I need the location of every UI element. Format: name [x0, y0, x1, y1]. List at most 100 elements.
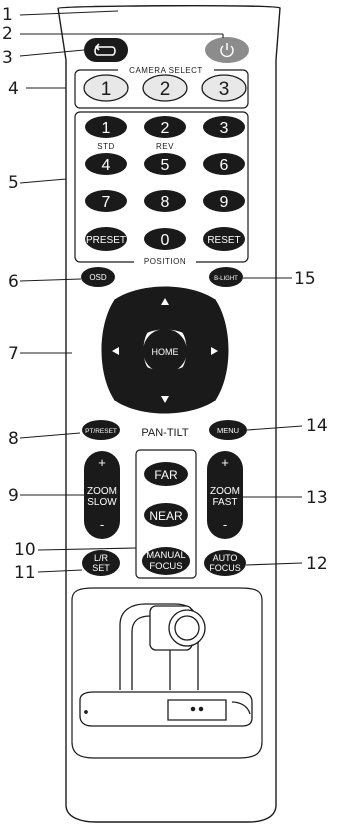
callout-lines	[19, 10, 303, 573]
camera-illustration-frame	[71, 587, 263, 759]
callout-13: 13	[306, 488, 328, 508]
ptz-camera-illustration	[79, 603, 253, 727]
std-label: STD	[97, 142, 115, 151]
near-button[interactable]: NEAR	[144, 503, 188, 527]
svg-text:SET: SET	[92, 563, 110, 573]
svg-text:AUTO: AUTO	[213, 553, 238, 563]
focus-group	[135, 449, 197, 579]
svg-text:PT/RESET: PT/RESET	[85, 428, 117, 435]
callout-11: 11	[14, 563, 36, 583]
keypad-7[interactable]: 7	[85, 190, 127, 212]
keypad-8[interactable]: 8	[144, 190, 186, 212]
up-button[interactable]	[114, 286, 216, 335]
keypad-2[interactable]: 2	[144, 116, 186, 138]
callout-4: 4	[8, 79, 19, 99]
pan-tilt-label: PAN-TILT	[141, 427, 189, 439]
svg-text:HOME: HOME	[152, 347, 179, 357]
osd-button[interactable]: OSD	[81, 267, 115, 287]
svg-text:FOCUS: FOCUS	[149, 561, 182, 572]
callout-5: 5	[8, 173, 19, 193]
callout-15: 15	[294, 269, 316, 289]
position-label: POSITION	[144, 257, 186, 266]
dpad: HOME	[101, 286, 229, 414]
svg-text:MENU: MENU	[217, 426, 239, 435]
camera-select-label: CAMERA SELECT	[129, 66, 203, 75]
preset-button[interactable]: PRESET	[85, 227, 127, 251]
arrow-down-icon	[161, 396, 169, 403]
svg-text:OSD: OSD	[89, 273, 107, 282]
auto-focus-button[interactable]: AUTO FOCUS	[204, 550, 246, 576]
keypad-4[interactable]: 4	[85, 153, 127, 175]
callout-9: 9	[8, 486, 19, 506]
right-button[interactable]	[182, 299, 229, 401]
pt-reset-button[interactable]: PT/RESET	[82, 420, 120, 440]
svg-text:5: 5	[161, 157, 170, 174]
keypad-3[interactable]: 3	[203, 116, 245, 138]
svg-text:8: 8	[161, 194, 170, 211]
callout-12: 12	[306, 554, 328, 574]
svg-text:ZOOM: ZOOM	[210, 486, 240, 497]
svg-text:PRESET: PRESET	[86, 235, 126, 246]
svg-text:9: 9	[220, 194, 229, 211]
power-button[interactable]	[205, 37, 249, 63]
svg-text:FAST: FAST	[212, 497, 237, 508]
svg-text:FOCUS: FOCUS	[209, 563, 241, 573]
svg-text:3: 3	[220, 120, 229, 137]
svg-text:2: 2	[160, 79, 171, 100]
keypad-9[interactable]: 9	[203, 190, 245, 212]
svg-text:+: +	[98, 455, 106, 470]
arrow-right-icon	[211, 347, 218, 355]
keypad-0[interactable]: 0	[144, 228, 186, 250]
callout-7: 7	[8, 344, 19, 364]
camera-2-button[interactable]: 2	[142, 74, 188, 102]
home-button[interactable]: HOME	[143, 329, 187, 373]
svg-text:ZOOM: ZOOM	[87, 486, 117, 497]
keypad-1[interactable]: 1	[85, 116, 127, 138]
rev-label: REV	[156, 142, 174, 151]
svg-text:6: 6	[220, 157, 229, 174]
svg-text:3: 3	[219, 79, 230, 100]
svg-text:+: +	[221, 455, 229, 470]
far-button[interactable]: FAR	[144, 462, 188, 486]
power-icon	[220, 43, 234, 58]
svg-text:2: 2	[161, 120, 170, 137]
reset-button[interactable]: RESET	[203, 227, 245, 251]
zoom-fast-rocker[interactable]: + ZOOM FAST -	[207, 451, 243, 539]
zoom-slow-rocker[interactable]: + ZOOM SLOW -	[84, 451, 120, 539]
b-light-button[interactable]: B-LIGHT	[209, 267, 243, 287]
callout-3: 3	[2, 48, 13, 68]
svg-text:1: 1	[101, 79, 112, 100]
svg-text:-: -	[100, 517, 104, 532]
svg-text:-: -	[223, 517, 227, 532]
lr-set-button[interactable]: L/R SET	[82, 550, 120, 576]
cycle-arrows-icon	[94, 43, 116, 56]
svg-text:RESET: RESET	[207, 235, 240, 246]
camera-3-button[interactable]: 3	[201, 74, 247, 102]
svg-text:4: 4	[102, 157, 111, 174]
svg-text:MANUAL: MANUAL	[146, 550, 186, 561]
svg-text:7: 7	[102, 194, 111, 211]
arrow-left-icon	[112, 347, 119, 355]
callout-1: 1	[2, 5, 13, 25]
callout-14: 14	[306, 416, 328, 436]
down-button[interactable]	[114, 366, 216, 414]
keypad-5[interactable]: 5	[144, 153, 186, 175]
camera-1-button[interactable]: 1	[83, 74, 129, 102]
manual-focus-button[interactable]: MANUAL FOCUS	[142, 547, 190, 575]
keypad-6[interactable]: 6	[203, 153, 245, 175]
left-button[interactable]	[101, 299, 149, 401]
svg-text:1: 1	[102, 120, 111, 137]
svg-text:L/R: L/R	[94, 553, 109, 563]
callout-8: 8	[8, 429, 19, 449]
svg-text:FAR: FAR	[154, 468, 178, 482]
svg-text:SLOW: SLOW	[87, 497, 117, 508]
svg-text:B-LIGHT: B-LIGHT	[214, 276, 238, 282]
svg-text:0: 0	[161, 232, 170, 249]
svg-text:NEAR: NEAR	[149, 509, 183, 523]
callout-2: 2	[2, 24, 13, 44]
menu-button[interactable]: MENU	[209, 420, 247, 440]
callout-6: 6	[8, 272, 19, 292]
cycle-button[interactable]	[84, 38, 128, 62]
arrow-up-icon	[161, 298, 169, 305]
